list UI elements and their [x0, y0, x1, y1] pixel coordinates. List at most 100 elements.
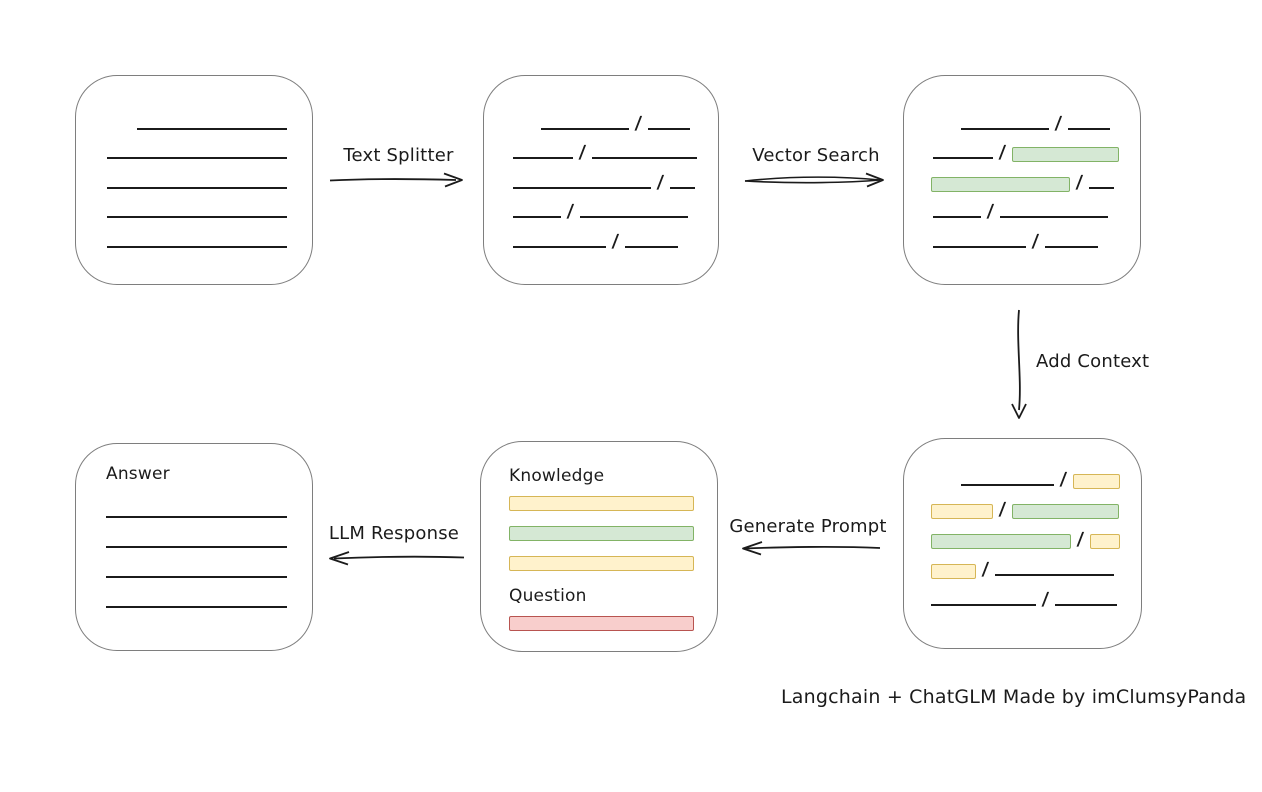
answer-box: Answer: [75, 443, 313, 651]
slash-separator: /: [656, 171, 665, 193]
llm-response-label: LLM Response: [328, 523, 460, 544]
question-bars: [509, 616, 717, 631]
text-line: [669, 186, 695, 189]
text-line: [1088, 186, 1114, 189]
text-line: [106, 606, 287, 608]
add-context-label: Add Context: [1036, 351, 1150, 372]
text-line: [999, 216, 1108, 218]
knowledge-label: Knowledge: [509, 466, 605, 486]
chunk-row: /: [513, 162, 718, 193]
slash-separator: /: [1054, 112, 1063, 134]
prompt-box: Knowledge Question: [480, 441, 718, 652]
text-line: [931, 604, 1036, 606]
text-splitter-arrow: [329, 172, 463, 188]
text-line: [513, 186, 651, 189]
slash-separator: /: [611, 230, 620, 252]
chunk-row: /: [931, 519, 1141, 550]
chunk-row: /: [961, 103, 1140, 134]
text-line: [933, 216, 981, 218]
green-bar: [509, 526, 694, 541]
chunk-row: /: [513, 221, 718, 252]
text-line: [647, 127, 690, 130]
text-line: [541, 127, 629, 130]
answer-line-row: [106, 548, 312, 578]
text-line: [624, 245, 678, 248]
answer-label: Answer: [106, 464, 170, 484]
green-highlight-chip: [1011, 147, 1119, 162]
text-line: [106, 576, 287, 578]
chunk-row: /: [933, 221, 1140, 252]
green-highlight-chip: [931, 534, 1071, 549]
yellow-highlight-chip: [1089, 534, 1120, 549]
text-line: [513, 157, 573, 159]
chunk-row: [107, 221, 312, 251]
red-bar: [509, 616, 694, 631]
text-line: [591, 157, 697, 159]
document-box: [75, 75, 313, 285]
matched-chunk-rows: / / / / /: [904, 103, 1140, 252]
answer-lines: [106, 488, 312, 608]
slash-separator: /: [1059, 469, 1068, 490]
chunk-row: /: [513, 133, 718, 163]
text-splitter-label: Text Splitter: [343, 145, 454, 166]
context-chunks-box: /////: [903, 438, 1142, 649]
yellow-highlight-chip: [931, 504, 993, 519]
text-line: [961, 127, 1049, 130]
chunk-row: /: [931, 549, 1141, 580]
add-context-arrow: [1011, 309, 1027, 419]
credit-caption: Langchain + ChatGLM Made by imClumsyPand…: [781, 686, 1247, 708]
split-chunks-box: / / / / /: [483, 75, 719, 285]
generate-prompt-label: Generate Prompt: [729, 516, 887, 537]
chunk-row: [107, 133, 312, 163]
vector-search-arrow: [744, 172, 884, 188]
chunk-row: /: [933, 192, 1140, 222]
text-line: [933, 245, 1026, 248]
text-line: [1067, 127, 1110, 130]
text-line: [1054, 604, 1117, 606]
slash-separator: /: [578, 142, 587, 163]
slash-separator: /: [986, 201, 995, 222]
text-line: [107, 157, 287, 159]
chunk-row: /: [961, 459, 1141, 490]
yellow-bar: [509, 556, 694, 571]
split-chunk-rows: / / / / /: [484, 103, 718, 252]
document-lines: [76, 103, 312, 251]
text-line: [137, 127, 287, 130]
llm-response-arrow: [329, 551, 465, 566]
text-line: [107, 245, 287, 248]
text-line: [579, 216, 688, 218]
chunk-row: /: [931, 489, 1141, 520]
text-line: [1044, 245, 1098, 248]
slash-separator: /: [566, 201, 575, 222]
green-highlight-chip: [1011, 504, 1119, 519]
text-line: [513, 216, 561, 218]
slash-separator: /: [998, 142, 1007, 163]
slash-separator: /: [1031, 230, 1040, 252]
slash-separator: /: [1076, 529, 1085, 550]
vector-search-label: Vector Search: [752, 145, 880, 166]
text-line: [933, 157, 993, 159]
chunk-row: /: [513, 192, 718, 222]
text-line: [106, 516, 287, 518]
green-highlight-chip: [931, 176, 1070, 192]
answer-line-row: [106, 488, 312, 518]
chunk-row: /: [933, 133, 1140, 163]
question-label: Question: [509, 586, 587, 606]
slash-separator: /: [1075, 171, 1084, 193]
text-line: [994, 574, 1114, 576]
vector-matched-box: / / / / /: [903, 75, 1141, 285]
slash-separator: /: [981, 559, 990, 580]
text-line: [107, 216, 287, 218]
chunk-row: [107, 192, 312, 222]
slash-separator: /: [1041, 589, 1050, 610]
slash-separator: /: [634, 112, 643, 134]
yellow-highlight-chip: [1072, 474, 1120, 489]
answer-line-row: [106, 518, 312, 548]
knowledge-bars: [509, 496, 717, 571]
text-line: [513, 245, 606, 248]
chunk-row: /: [931, 162, 1140, 193]
chunk-row: /: [931, 579, 1141, 610]
yellow-highlight-chip: [931, 564, 976, 579]
text-line: [961, 484, 1054, 486]
